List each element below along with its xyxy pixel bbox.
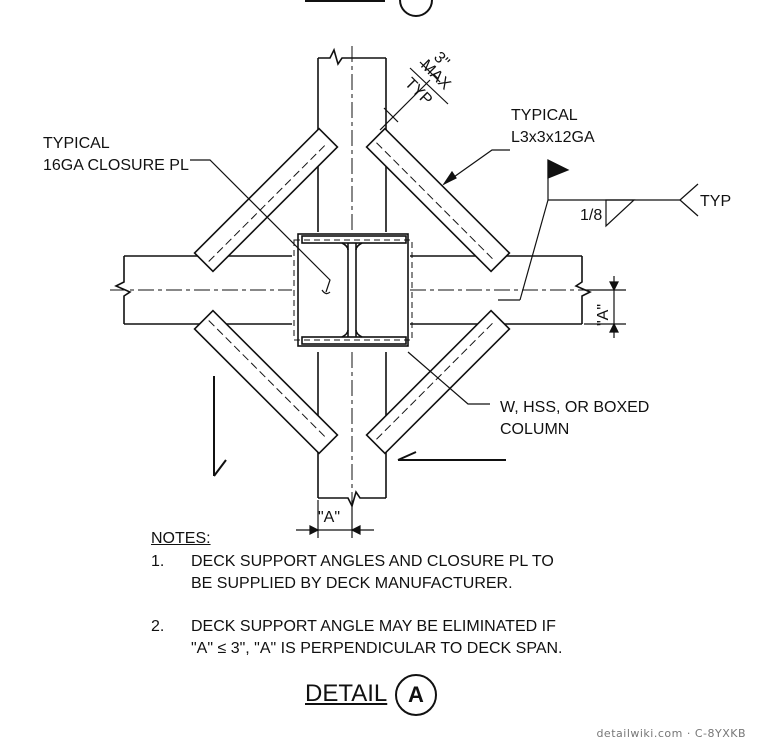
- weld-size-label: 1/8: [580, 207, 602, 224]
- right-deck-member: [410, 255, 596, 325]
- closure-pl-leader: [190, 159, 331, 295]
- note-1-line2: BE SUPPLIED BY DECK MANUFACTURER.: [191, 575, 513, 592]
- angle-label-line1: TYPICAL: [511, 107, 578, 124]
- support-angle-upper-right: [365, 127, 511, 273]
- max-dimension: [379, 61, 449, 131]
- column-label-line1: W, HSS, OR BOXED: [500, 399, 649, 416]
- note-1-line1: DECK SUPPORT ANGLES AND CLOSURE PL TO: [191, 553, 554, 570]
- column-label-line2: COLUMN: [500, 421, 569, 438]
- weld-typ-label: TYP: [700, 193, 731, 210]
- note-2-line2: "A" ≤ 3", "A" IS PERPENDICULAR TO DECK S…: [191, 640, 563, 657]
- closure-pl-label-line1: TYPICAL: [43, 135, 110, 152]
- support-angle-lower-left: [193, 309, 339, 455]
- notes-heading: NOTES:: [151, 530, 211, 547]
- closure-pl-label-line2: 16GA CLOSURE PL: [43, 157, 189, 174]
- dim-a-side-label: "A": [595, 304, 612, 326]
- left-deck-member: [110, 255, 292, 325]
- support-angle-upper-left: [193, 127, 339, 273]
- closure-plate: [293, 233, 413, 347]
- detail-title: DETAIL: [305, 680, 388, 707]
- dim-a-bottom: [296, 500, 374, 538]
- dim-a-bottom-label: "A": [318, 509, 340, 526]
- note-2-line1: DECK SUPPORT ANGLE MAY BE ELIMINATED IF: [191, 618, 556, 635]
- deck-span-arrow-horizontal: [397, 451, 506, 461]
- angle-label-line2: L3x3x12GA: [511, 129, 595, 146]
- weld-symbol: [498, 159, 699, 301]
- note-1-number: 1.: [151, 553, 165, 570]
- note-2-number: 2.: [151, 618, 165, 635]
- detail-mark: A: [395, 674, 437, 716]
- support-angle-lower-right: [365, 309, 511, 455]
- column-leader: [407, 351, 490, 405]
- deck-span-arrow-vertical: [213, 376, 227, 477]
- watermark: detailwiki.com · C-8YXKB: [596, 727, 746, 740]
- dim-a-side: [584, 276, 626, 338]
- previous-title-fragment: [305, 0, 433, 17]
- column-section: [301, 235, 407, 345]
- angle-leader: [442, 149, 510, 186]
